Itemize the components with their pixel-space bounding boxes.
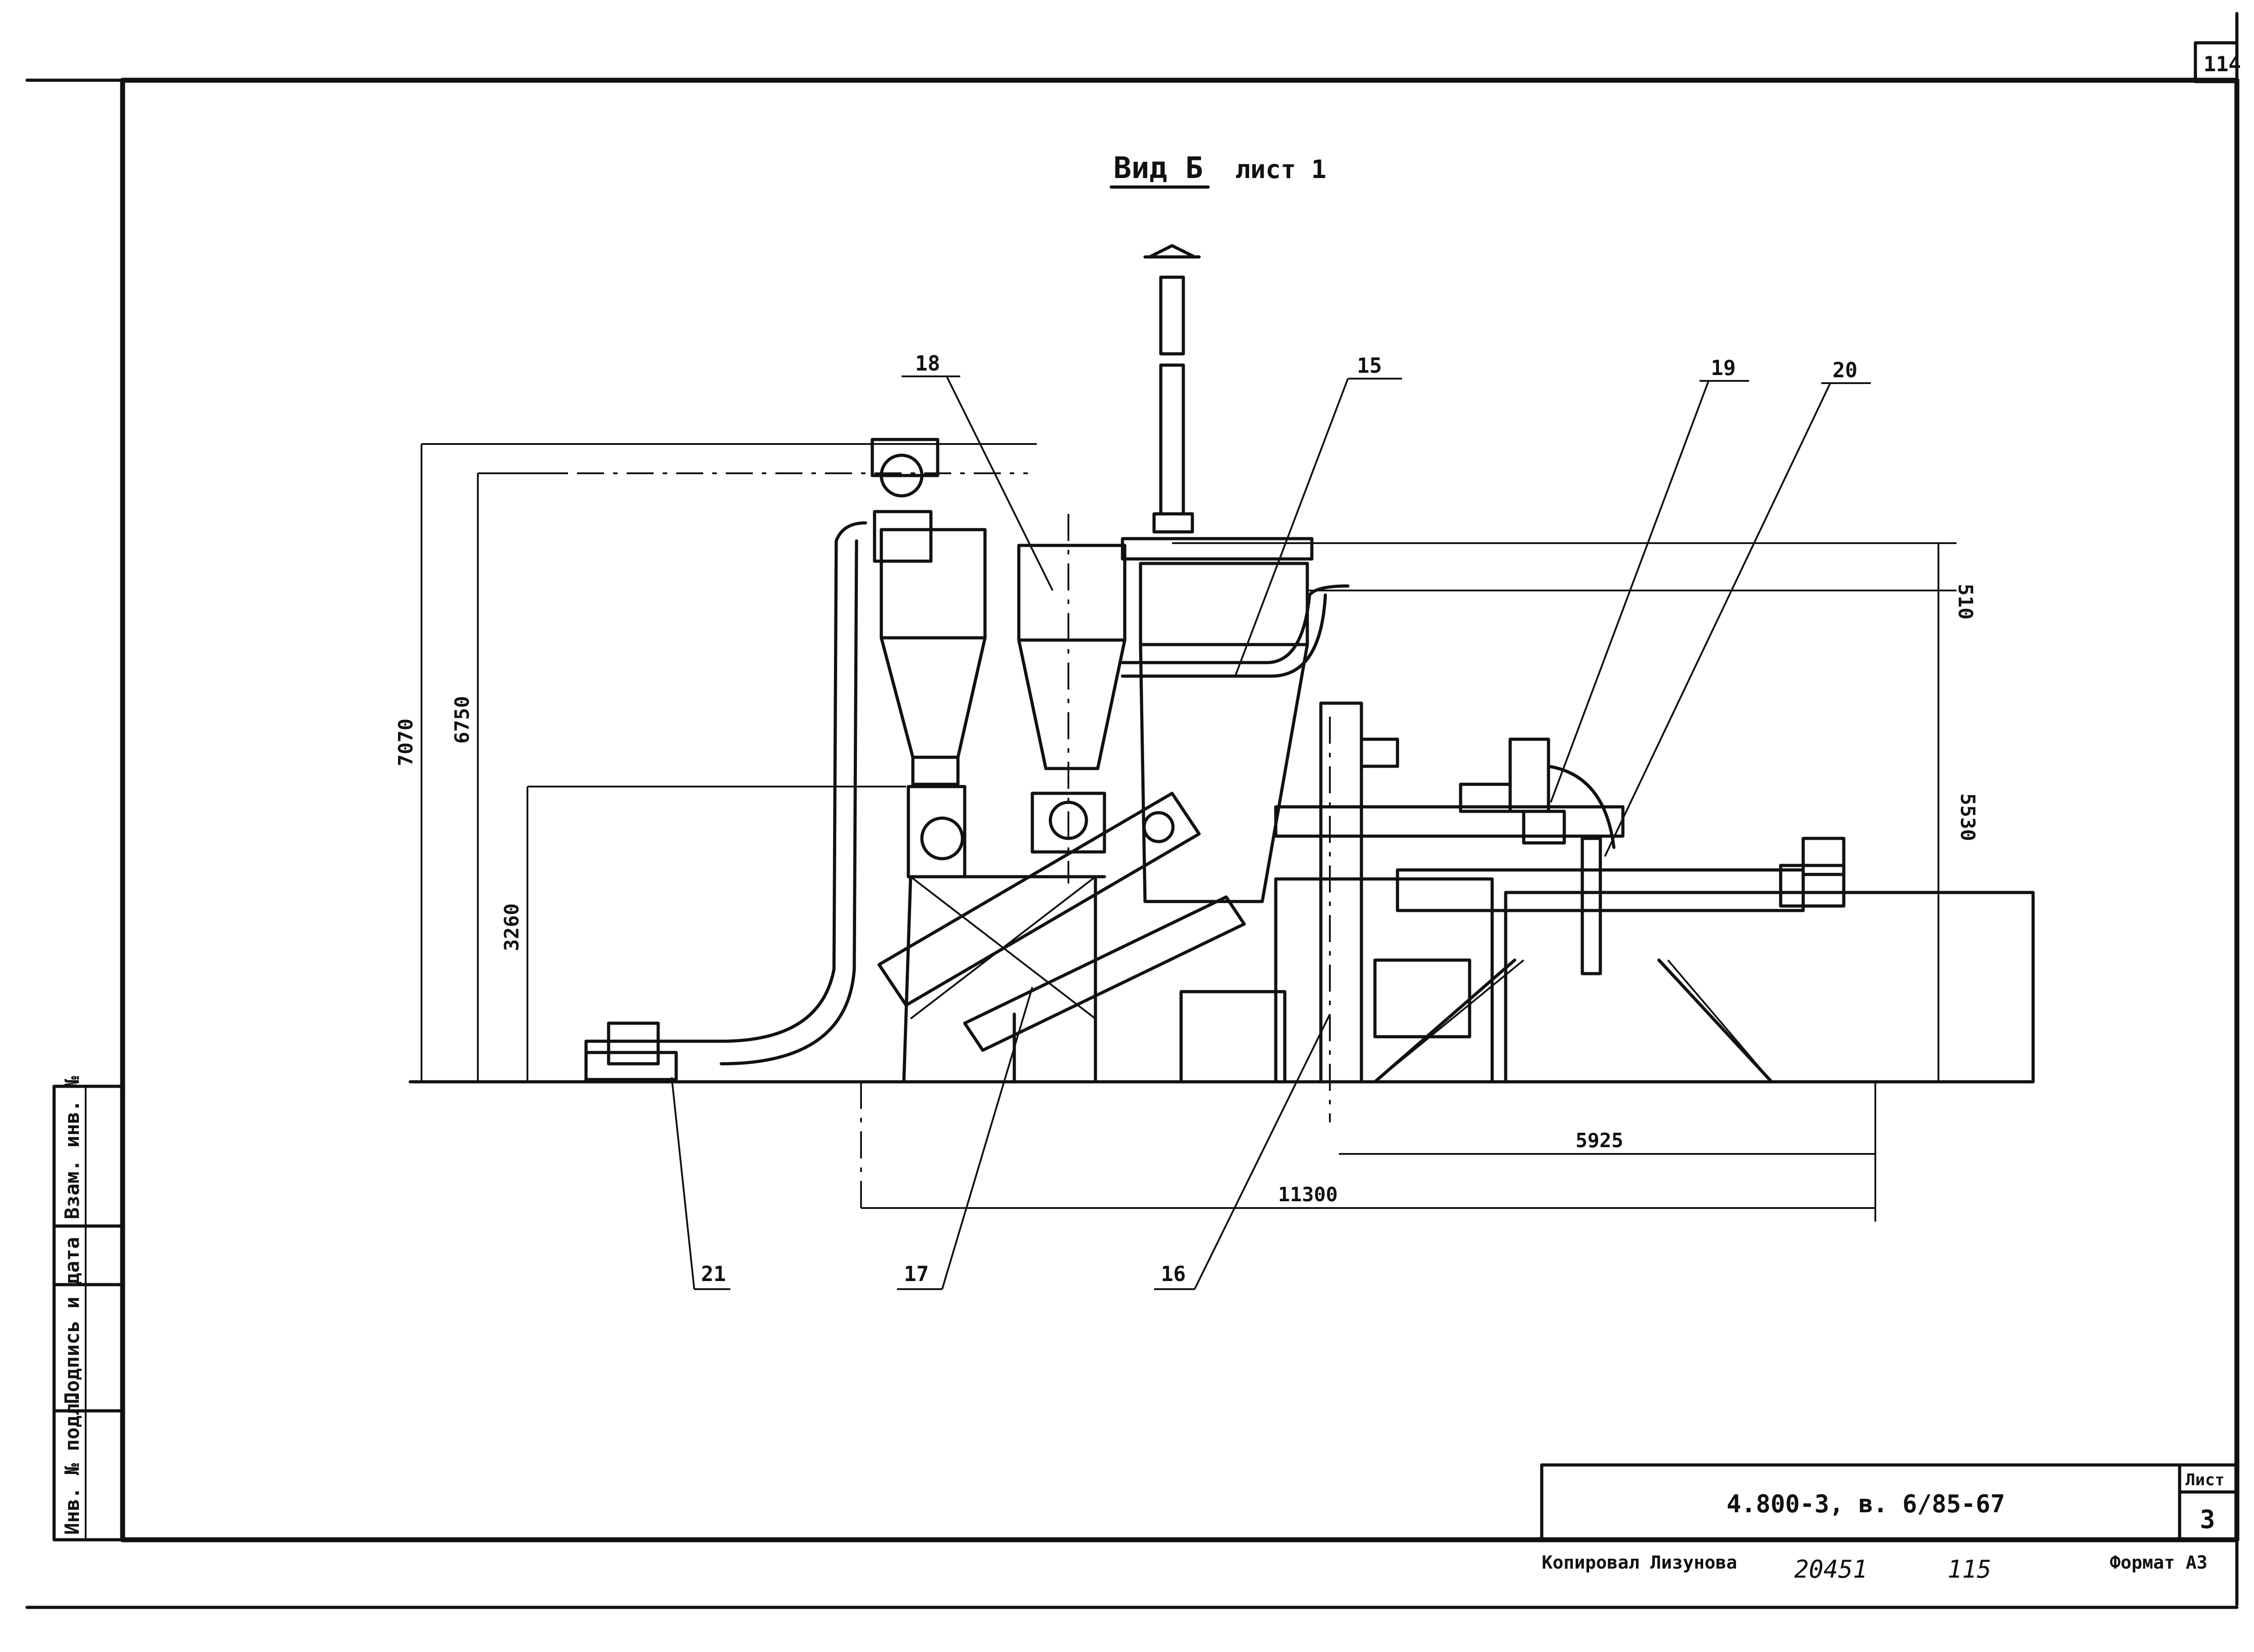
chimney — [1143, 244, 1201, 534]
callout-16: 16 — [1161, 1262, 1186, 1286]
callouts: 18 15 19 20 16 17 21 — [671, 351, 1871, 1290]
stamp-signature-date: Подпись и дата — [61, 1237, 84, 1404]
callout-17: 17 — [904, 1262, 929, 1286]
dim-5925: 5925 — [1576, 1129, 1623, 1152]
footer: Копировал Лизунова 20451 115 Формат А3 — [1542, 1552, 2208, 1583]
callout-18: 18 — [915, 351, 940, 375]
callout-15: 15 — [1357, 353, 1382, 378]
dimensions: 7070 6750 3260 510 5530 5925 11300 — [394, 443, 1979, 1222]
machine-body — [1179, 737, 2035, 1084]
stamp-original-inv: Инв. № подл. — [61, 1391, 84, 1535]
sheet-label: Лист — [2185, 1471, 2225, 1489]
dim-6750: 6750 — [451, 696, 474, 744]
dim-510: 510 — [1954, 584, 1977, 619]
callout-20: 20 — [1833, 358, 1857, 382]
side-stamp: Взам. инв. № Подпись и дата Инв. № подл. — [52, 1076, 124, 1542]
center-lines — [478, 472, 1331, 1217]
footer-number-1: 20451 — [1794, 1555, 1868, 1583]
designation: 4.800-3, в. 6/85-67 — [1727, 1490, 2005, 1518]
dim-3260: 3260 — [500, 903, 523, 951]
callout-21: 21 — [701, 1262, 726, 1286]
view-title-text: Вид Б — [1113, 151, 1203, 185]
cyclone-group — [870, 438, 1127, 1084]
view-title: Вид Б лист 1 — [1109, 151, 1326, 189]
corner-number: 114 — [2204, 52, 2241, 76]
dim-5530: 5530 — [1956, 793, 1979, 841]
copied-by: Копировал Лизунова — [1542, 1552, 1737, 1573]
format-label: Формат А3 — [2110, 1552, 2208, 1573]
stamp-replaced-inv: Взам. инв. № — [61, 1076, 84, 1219]
dim-11300: 11300 — [1278, 1183, 1338, 1206]
hopper — [1121, 537, 1399, 1084]
callout-19: 19 — [1711, 356, 1736, 380]
corner-number-box: 114 — [2194, 41, 2241, 83]
outer-frame — [25, 12, 2240, 1609]
sheet-number: 3 — [2200, 1505, 2215, 1534]
dim-7070: 7070 — [394, 718, 417, 766]
footer-number-2: 115 — [1947, 1555, 1992, 1583]
view-title-suffix: лист 1 — [1235, 155, 1326, 184]
title-block: 4.800-3, в. 6/85-67 Лист 3 — [1540, 1463, 2239, 1542]
pneumatic-duct — [584, 521, 867, 1081]
